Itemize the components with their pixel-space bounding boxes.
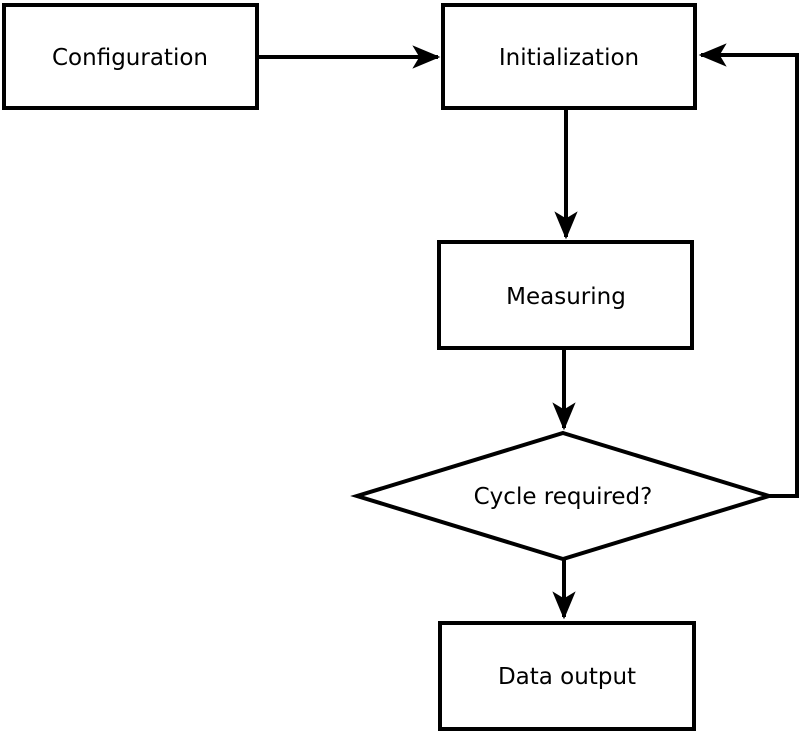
node-configuration-label: Configuration [52,45,208,71]
node-initialization-label: Initialization [499,45,639,71]
node-cycle-required-label: Cycle required? [474,484,653,510]
node-data-output [438,621,696,731]
node-measuring [437,240,694,350]
node-measuring-label: Measuring [506,284,626,310]
edge-cycle-required-to-initialization-feedback [698,43,799,498]
node-initialization [441,3,697,110]
node-data-output-label: Data output [498,664,636,690]
node-cycle-required [350,430,776,562]
node-configuration [2,3,259,110]
